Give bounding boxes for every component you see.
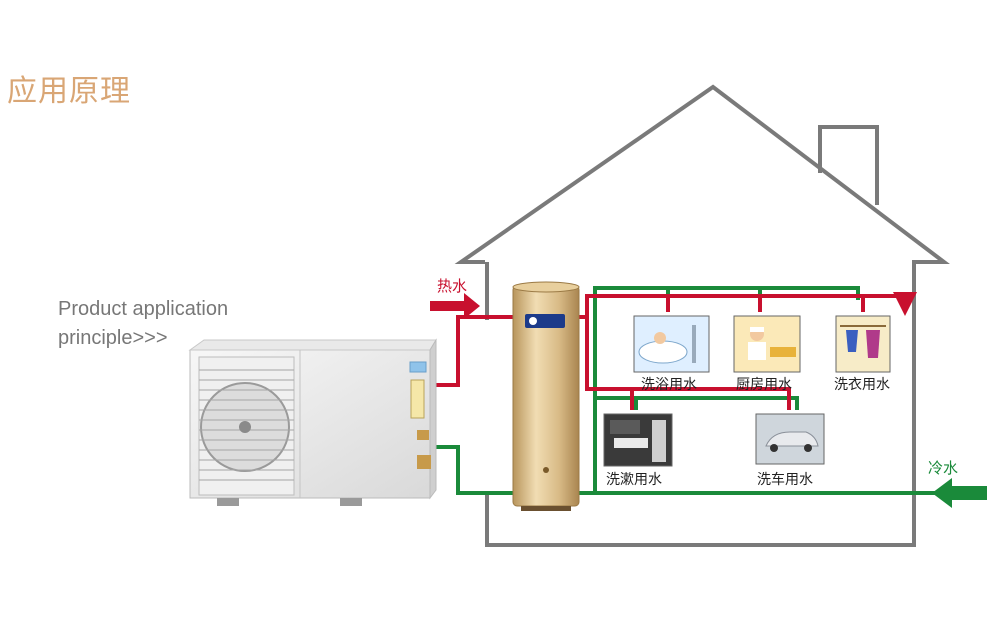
page-title: 应用原理 (7, 74, 131, 109)
hot-water-pipes (432, 294, 905, 410)
heat-pump-unit (188, 338, 437, 506)
subtitle-line-2: principle>>> (58, 327, 168, 349)
house-outline (454, 84, 950, 547)
water-tank (512, 281, 580, 511)
cold-water-label: 冷水 (928, 459, 958, 477)
hot-water-arrow (430, 293, 480, 319)
bath-label: 洗浴用水 (641, 377, 697, 393)
laundry-label: 洗衣用水 (834, 377, 890, 393)
kitchen-icon (733, 315, 801, 373)
bath-icon (633, 315, 710, 373)
hot-water-label: 热水 (437, 277, 467, 295)
kitchen-label: 厨房用水 (736, 377, 792, 393)
subtitle: Product application principle>>> (58, 295, 228, 353)
cold-water-arrow (932, 478, 987, 508)
washbasin-label: 洗漱用水 (606, 472, 662, 488)
laundry-icon (835, 315, 891, 373)
washbasin-icon (603, 413, 673, 467)
car-wash-label: 洗车用水 (757, 471, 813, 488)
car-wash-icon (755, 413, 825, 465)
subtitle-line-1: Product application (58, 298, 229, 320)
